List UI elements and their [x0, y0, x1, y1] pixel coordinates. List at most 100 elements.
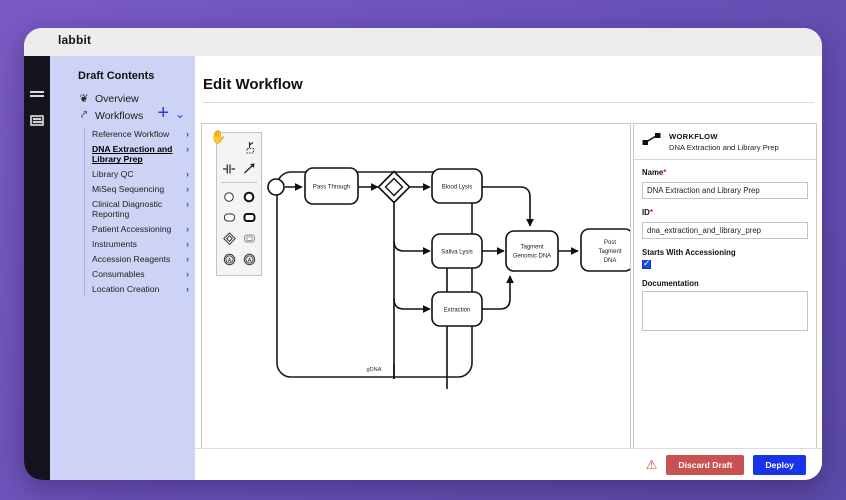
- brand-bar: labbit: [24, 28, 822, 56]
- toolbar-divider: [221, 182, 257, 183]
- chevron-right-icon[interactable]: ›: [186, 129, 189, 139]
- sidebar: Draft Contents ❦ Overview ⤤ Workflows + …: [50, 56, 195, 480]
- node-tagment-genomic-dna-label-1: Tagment: [520, 245, 543, 251]
- starts-with-accessioning-checkbox[interactable]: [642, 258, 651, 269]
- hand-pan-cursor-icon: ✋: [210, 129, 227, 144]
- chevron-right-icon[interactable]: ›: [186, 253, 189, 264]
- workflow-list-item-label: Library QC: [92, 168, 134, 179]
- node-post-tagment-dna-label-3: DNA: [604, 258, 617, 264]
- workflow-list-item[interactable]: Location Creation ›: [85, 282, 195, 297]
- action-bar: ⚠ Discard Draft Deploy: [195, 448, 822, 480]
- add-workflow-button[interactable]: +: [157, 102, 169, 124]
- subprocess-rect-tool[interactable]: [241, 210, 258, 225]
- group-label-gdna: gDNA: [367, 367, 382, 373]
- properties-name: DNA Extraction and Library Prep: [669, 143, 779, 152]
- name-field-label: Name*: [642, 168, 667, 177]
- workflow-canvas[interactable]: gDNA Pass Through: [201, 123, 631, 453]
- discard-draft-button[interactable]: Discard Draft: [666, 454, 745, 475]
- node-pass-through[interactable]: [304, 167, 359, 205]
- task-rounded-rect-tool[interactable]: [221, 210, 238, 225]
- workflow-list-item-label: DNA Extraction and Library Prep: [92, 143, 173, 165]
- node-blood-lysis[interactable]: [431, 168, 483, 204]
- node-blood-lysis-label: Blood Lysis: [442, 185, 472, 191]
- workflow-list-item-label: MiSeq Sequencing: [92, 183, 165, 194]
- workflow-list-item-label: Location Creation: [92, 283, 160, 294]
- node-start-event[interactable]: [267, 178, 285, 196]
- svg-text:A: A: [247, 258, 251, 264]
- workflow-list-item-label: Consumables: [92, 268, 145, 279]
- node-tagment-genomic-dna[interactable]: [505, 230, 559, 272]
- node-saliva-lysis-label: Saliva Lysis: [441, 250, 472, 256]
- workflow-node-icon: [642, 133, 661, 145]
- workflow-list-item[interactable]: Instruments ›: [85, 237, 195, 252]
- workflow-list-item[interactable]: Accession Reagents ›: [85, 252, 195, 267]
- chevron-right-icon[interactable]: ›: [186, 168, 189, 179]
- layers-icon: ❦: [79, 93, 89, 105]
- workflow-list-item[interactable]: Clinical Diagnostic Reporting ›: [85, 197, 195, 222]
- start-event-circle-tool[interactable]: [221, 189, 238, 204]
- workflow-diagram: gDNA Pass Through: [267, 167, 631, 389]
- app-window: labbit Draft Contents ❦ Overview ⤤ Workf…: [24, 28, 822, 480]
- annotation-a-tool[interactable]: A: [221, 252, 238, 267]
- properties-header: WORKFLOW DNA Extraction and Library Prep: [634, 124, 816, 160]
- documentation-textarea[interactable]: [642, 291, 808, 331]
- chevron-right-icon[interactable]: ›: [186, 283, 189, 294]
- node-post-tagment-dna-label-1: Post: [604, 240, 616, 246]
- sidebar-item-overview[interactable]: ❦ Overview: [50, 90, 195, 107]
- workflow-list-item-label: Reference Workflow: [92, 129, 170, 139]
- end-event-circle-tool[interactable]: [241, 189, 258, 204]
- id-field[interactable]: [642, 222, 808, 239]
- deploy-button[interactable]: Deploy: [753, 454, 806, 475]
- add-node-tool[interactable]: [241, 140, 258, 155]
- properties-body: Name* ID* Starts With Accessioning Docum…: [634, 160, 816, 336]
- workflow-list-item[interactable]: Consumables ›: [85, 267, 195, 282]
- hamburger-glyph: [30, 89, 44, 99]
- sidebar-item-workflows[interactable]: ⤤ Workflows + ⌄: [50, 103, 195, 124]
- connector-arrow-tool[interactable]: [241, 161, 258, 176]
- gateway-diamond-tool[interactable]: [221, 231, 238, 246]
- workflow-list-item-label: Patient Accessioning: [92, 223, 172, 234]
- workflow-list-item[interactable]: Reference Workflow ›: [85, 127, 195, 142]
- node-post-tagment-dna[interactable]: [580, 228, 631, 272]
- workflow-list-item-label: Instruments: [92, 238, 137, 249]
- name-field[interactable]: [642, 182, 808, 199]
- properties-kind: WORKFLOW: [669, 132, 718, 141]
- workflow-list-item[interactable]: Library QC ›: [85, 167, 195, 182]
- id-field-label: ID*: [642, 208, 653, 217]
- node-pass-through-label: Pass Through: [313, 185, 350, 191]
- workflow-list-item-label: Clinical Diagnostic Reporting: [92, 198, 163, 220]
- workflow-list-item[interactable]: Patient Accessioning ›: [85, 222, 195, 237]
- work-area: gDNA Pass Through: [201, 123, 817, 480]
- workflow-list-item[interactable]: DNA Extraction and Library Prep ›: [85, 142, 195, 167]
- svg-text:A: A: [227, 258, 231, 264]
- starts-with-accessioning-label: Starts With Accessioning: [642, 248, 736, 257]
- documentation-label: Documentation: [642, 279, 699, 288]
- workflow-list-item[interactable]: MiSeq Sequencing ›: [85, 182, 195, 197]
- main-content: Edit Workflow gDNA: [195, 56, 822, 480]
- hamburger-menu-icon[interactable]: [28, 86, 46, 101]
- chevron-right-icon[interactable]: ›: [186, 223, 189, 234]
- card-badge-icon[interactable]: [28, 113, 46, 128]
- page-title: Edit Workflow: [203, 76, 303, 93]
- data-object-tool[interactable]: [241, 231, 258, 246]
- chevron-right-icon[interactable]: ›: [186, 143, 189, 154]
- gateway-split-tool[interactable]: [221, 161, 238, 176]
- warning-triangle-icon: ⚠: [645, 457, 658, 472]
- shape-toolbar[interactable]: A A: [216, 132, 262, 276]
- chevron-right-icon[interactable]: ›: [186, 183, 189, 194]
- chevron-right-icon[interactable]: ›: [186, 198, 189, 209]
- node-gateway[interactable]: [377, 170, 411, 204]
- sidebar-item-overview-label: Overview: [95, 92, 139, 105]
- title-divider: [203, 102, 814, 103]
- node-post-tagment-dna-label-2: Tagment: [598, 249, 621, 255]
- chevron-right-icon[interactable]: ›: [186, 268, 189, 279]
- icon-rail: [24, 56, 50, 480]
- card-glyph: [30, 115, 44, 126]
- sidebar-title: Draft Contents: [78, 70, 155, 82]
- annotation-b-tool[interactable]: A: [241, 252, 258, 267]
- workflow-icon: ⤤: [80, 109, 88, 121]
- chevron-right-icon[interactable]: ›: [186, 238, 189, 249]
- workflow-list-item-label: Accession Reagents: [92, 253, 171, 264]
- chevron-down-icon[interactable]: ⌄: [174, 107, 185, 121]
- node-extraction-label: Extraction: [444, 308, 471, 314]
